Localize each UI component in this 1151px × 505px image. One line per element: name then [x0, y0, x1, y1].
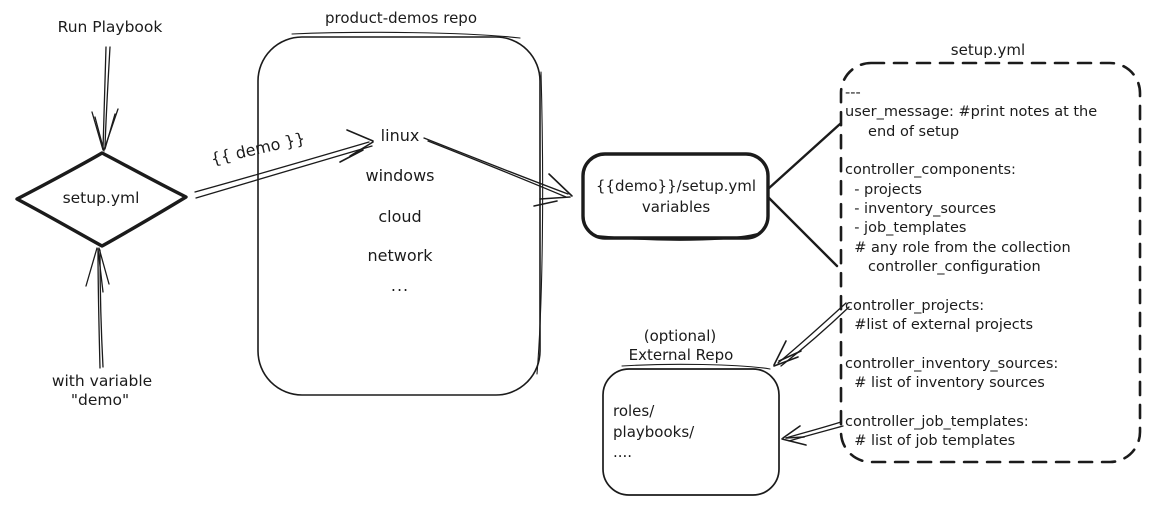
yaml-line: # list of inventory sources: [845, 375, 1045, 392]
with-variable-arrow: [85, 247, 110, 369]
with-variable-label: with variable: [51, 372, 153, 390]
yaml-line: - projects: [845, 181, 922, 198]
repo-item: network: [367, 246, 433, 265]
yaml-line: - inventory_sources: [845, 201, 997, 218]
setup-yml-title: setup.yml: [950, 41, 1026, 59]
job-templates-to-external-arrow: [781, 421, 844, 446]
repo-box: [257, 31, 544, 396]
yaml-line: controller_components:: [845, 162, 1016, 179]
diamond-label: setup.yml: [62, 189, 140, 207]
external-repo-item: playbooks/: [613, 423, 695, 441]
external-repo-item: ....: [613, 443, 633, 461]
repo-item: ...: [390, 276, 410, 295]
external-repo-item: roles/: [613, 402, 655, 420]
with-variable-value: "demo": [70, 391, 130, 409]
external-repo-title: External Repo: [628, 346, 734, 364]
setup-yml-dashed-box: [839, 61, 1142, 464]
diamond-shape: [15, 151, 188, 248]
yaml-line: controller_configuration: [845, 259, 1041, 276]
yaml-line: # any role from the collection: [845, 239, 1071, 256]
yaml-line: [845, 277, 1097, 296]
variables-box-line1: {{demo}}/setup.yml: [595, 177, 757, 195]
yaml-line: [845, 335, 1097, 354]
yaml-line: # list of job templates: [845, 433, 1016, 450]
yaml-line: - job_templates: [845, 220, 967, 237]
external-repo-title-optional: (optional): [643, 327, 717, 345]
variables-box: [581, 152, 770, 241]
yaml-line: [845, 394, 1097, 413]
setup-yml-content: --- user_message: #print notes at the en…: [845, 84, 1097, 452]
repo-item: windows: [365, 166, 435, 185]
repo-item: linux: [380, 126, 420, 145]
yaml-line: controller_projects:: [845, 297, 985, 314]
run-playbook-arrow: [91, 46, 119, 152]
yaml-line: user_message: #print notes at the: [845, 104, 1098, 121]
linux-to-variables-arrow: [423, 137, 573, 207]
run-playbook-label: Run Playbook: [57, 18, 163, 36]
yaml-line: controller_inventory_sources:: [845, 355, 1059, 372]
demo-arrow: [194, 129, 374, 199]
repo-item: cloud: [378, 207, 422, 226]
yaml-line: [845, 142, 1097, 161]
repo-title: product-demos repo: [325, 9, 477, 27]
yaml-line: ---: [845, 85, 861, 101]
variables-box-line2: variables: [641, 198, 711, 216]
yaml-line: #list of external projects: [845, 317, 1034, 334]
projects-to-external-arrow: [773, 302, 850, 367]
variables-fan-lines: [766, 122, 842, 268]
yaml-line: controller_job_templates:: [845, 413, 1029, 430]
external-repo-box: [602, 363, 780, 496]
yaml-line: end of setup: [845, 123, 960, 140]
